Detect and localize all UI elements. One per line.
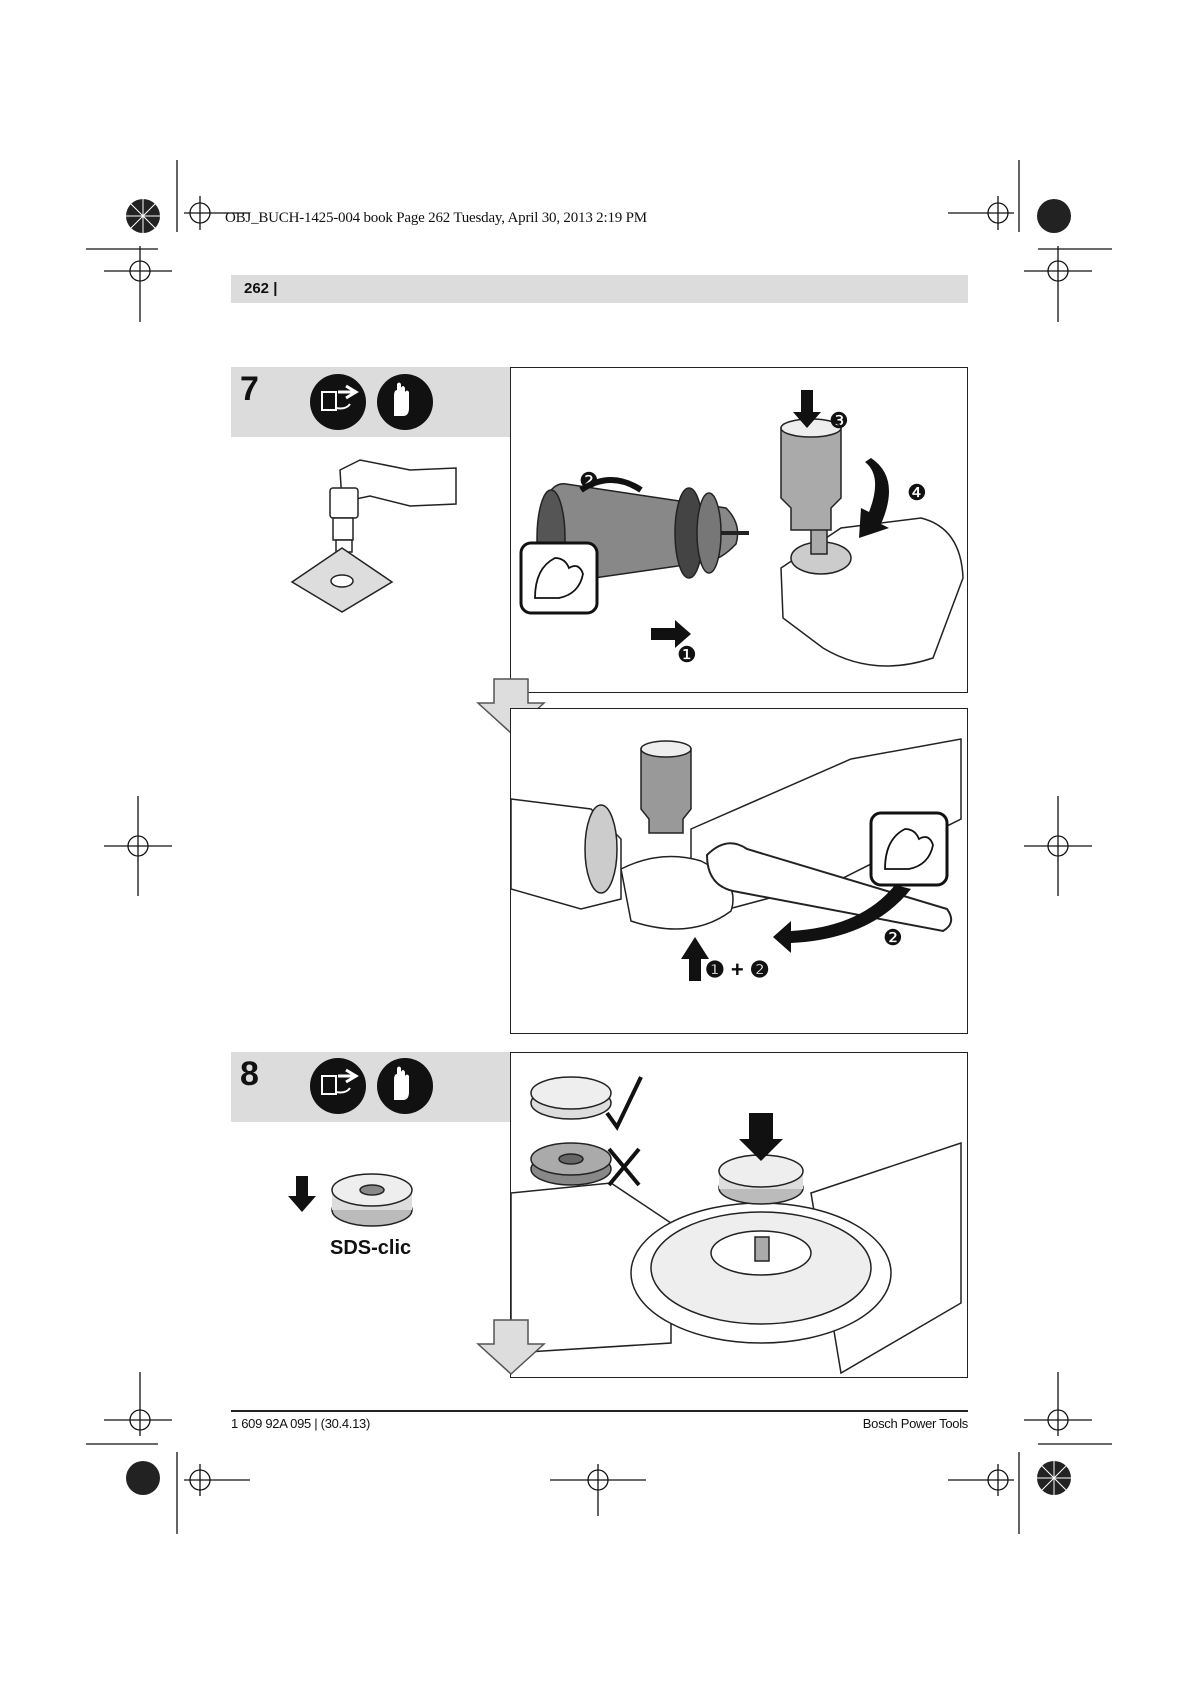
callout-1-plus-2: ❶ + ❷ <box>705 957 770 982</box>
step-7-header <box>231 367 510 437</box>
callout-1: ❶ <box>677 642 697 667</box>
callout-3: ❸ <box>829 408 849 433</box>
page-number: 262 | <box>244 280 278 297</box>
footer-brand: Bosch Power Tools <box>862 1416 969 1431</box>
step-8-number: 8 <box>240 1055 259 1093</box>
step-7-number: 7 <box>240 370 259 408</box>
step-7-panel-2: ❷ ❶ + ❷ <box>510 708 968 1034</box>
handle-assembly-illustration <box>519 390 964 667</box>
sds-clic-label: SDS-clic <box>330 1237 412 1259</box>
sds-clic-nut-illustration <box>511 1076 962 1375</box>
step-8-panel <box>510 1052 968 1378</box>
footer-doc-number: 1 609 92A 095 | (30.4.13) <box>231 1416 370 1431</box>
step-7-panel-1: ❷ ❸ ❹ ❶ <box>510 367 968 693</box>
footer-rule <box>231 1410 968 1412</box>
callout-2: ❷ <box>579 468 599 493</box>
page-header-bar <box>231 275 968 303</box>
step-8-header <box>231 1052 510 1122</box>
callout-2: ❷ <box>883 925 903 950</box>
print-slug: OBJ_BUCH-1425-004 book Page 262 Tuesday,… <box>225 210 647 226</box>
wrench-tightening-illustration <box>511 738 962 981</box>
callout-4: ❹ <box>907 480 927 505</box>
